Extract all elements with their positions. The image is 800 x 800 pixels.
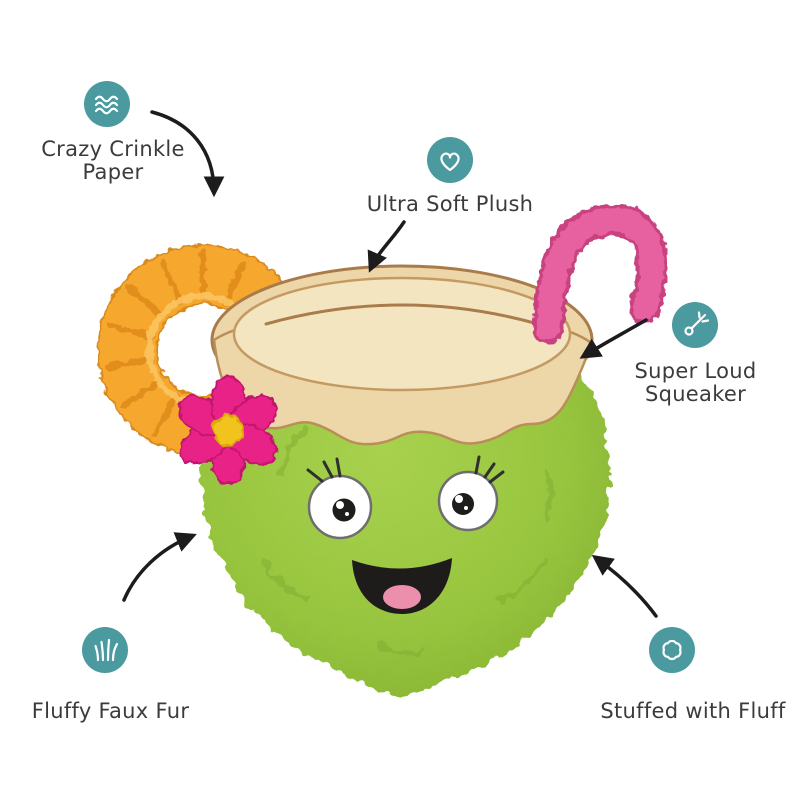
faux-fur-icon <box>82 627 128 673</box>
fluff-icon <box>649 627 695 673</box>
fluff-icon-glyph <box>662 639 682 661</box>
right-eye <box>437 455 505 532</box>
coconut-top <box>210 264 594 446</box>
callout-label-squeaker: Super Loud Squeaker <box>634 359 757 407</box>
squeaker-icon <box>672 302 718 348</box>
mouth <box>352 558 452 614</box>
crinkle-paper-icon <box>84 81 130 127</box>
soft-plush-heart-icon <box>427 137 473 183</box>
callout-label-crinkle-paper: Crazy Crinkle Paper <box>41 137 185 185</box>
left-eye <box>306 457 373 540</box>
faux-fur-icon-glyph <box>94 638 119 662</box>
heart-icon-glyph <box>440 152 460 172</box>
callout-label-faux-fur: Fluffy Faux Fur <box>31 699 190 723</box>
crinkle-paper-icon-glyph <box>94 95 119 115</box>
callout-label-ultra-soft: Ultra Soft Plush <box>366 192 534 216</box>
face <box>306 455 505 614</box>
flower <box>178 375 278 485</box>
straw <box>532 203 668 344</box>
squeaker-icon-glyph <box>684 311 710 336</box>
callout-label-stuffed-fluff: Stuffed with Fluff <box>600 699 786 723</box>
